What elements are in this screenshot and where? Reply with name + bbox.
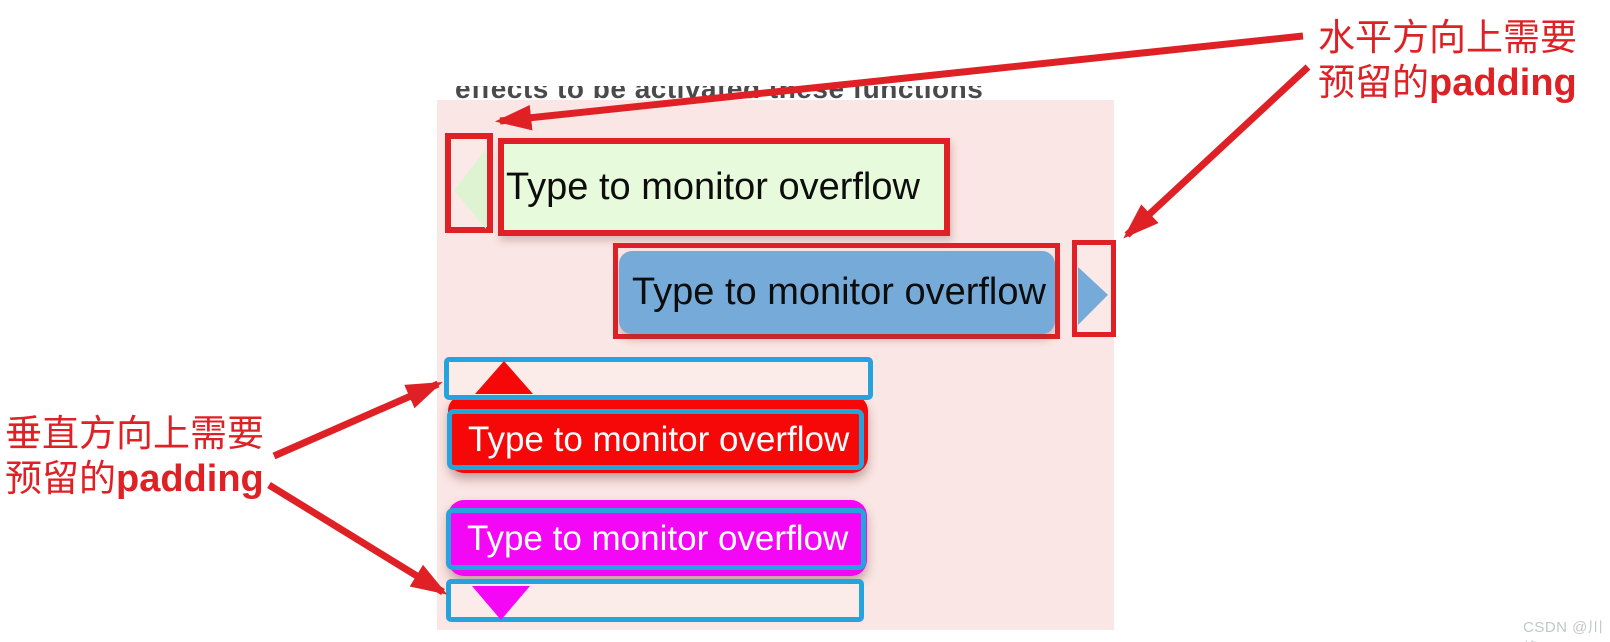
padding-zone-box-green (445, 133, 493, 233)
tooltip-blue-text: Type to monitor overflow (632, 271, 1046, 313)
clipped-heading: effects to be activated these functions (455, 86, 1055, 103)
tooltip-magenta-label-bounds: Type to monitor overflow (446, 508, 866, 570)
tooltip-pointer-left-icon (454, 149, 486, 229)
tooltip-magenta-text: Type to monitor overflow (467, 519, 849, 558)
arrow-vertical-to-magenta-pad (267, 482, 448, 595)
watermark: CSDN @川峰 (1523, 619, 1604, 642)
tooltip-red-label-bounds: Type to monitor overflow (447, 409, 864, 470)
tooltip-green-text: Type to monitor overflow (506, 165, 920, 208)
label-horizontal-line1: 水平方向上需要 (1318, 18, 1577, 59)
tooltip-red-text: Type to monitor overflow (468, 419, 850, 459)
arrow-vertical-to-red-pad (272, 380, 443, 460)
clipped-heading-text: effects to be activated these functions (455, 86, 984, 103)
label-vertical-line1: 垂直方向上需要 (5, 414, 264, 455)
label-horizontal-line2: 预留的padding (1318, 62, 1577, 104)
tooltip-blue-bounds-box (613, 243, 1060, 339)
tooltip-red: Type to monitor overflow (447, 395, 868, 473)
tooltip-pointer-up-icon (475, 361, 533, 394)
label-vertical-line2: 预留的padding (5, 458, 264, 500)
label-vertical-padding: 垂直方向上需要 预留的padding (5, 412, 264, 502)
tooltip-blue: Type to monitor overflow (619, 251, 1055, 334)
label-horizontal-padding: 水平方向上需要 预留的padding (1318, 16, 1577, 106)
padding-zone-box-red (444, 357, 873, 400)
tooltip-pointer-right-icon (1078, 267, 1108, 325)
tooltip-pointer-down-icon (472, 586, 530, 620)
tooltip-green: Type to monitor overflow (498, 138, 950, 236)
padding-zone-box-blue (1072, 240, 1116, 337)
tooltip-magenta: Type to monitor overflow (446, 500, 867, 576)
padding-zone-box-magenta (446, 579, 864, 622)
arrow-horizontal-to-blue-pad (1123, 64, 1311, 239)
